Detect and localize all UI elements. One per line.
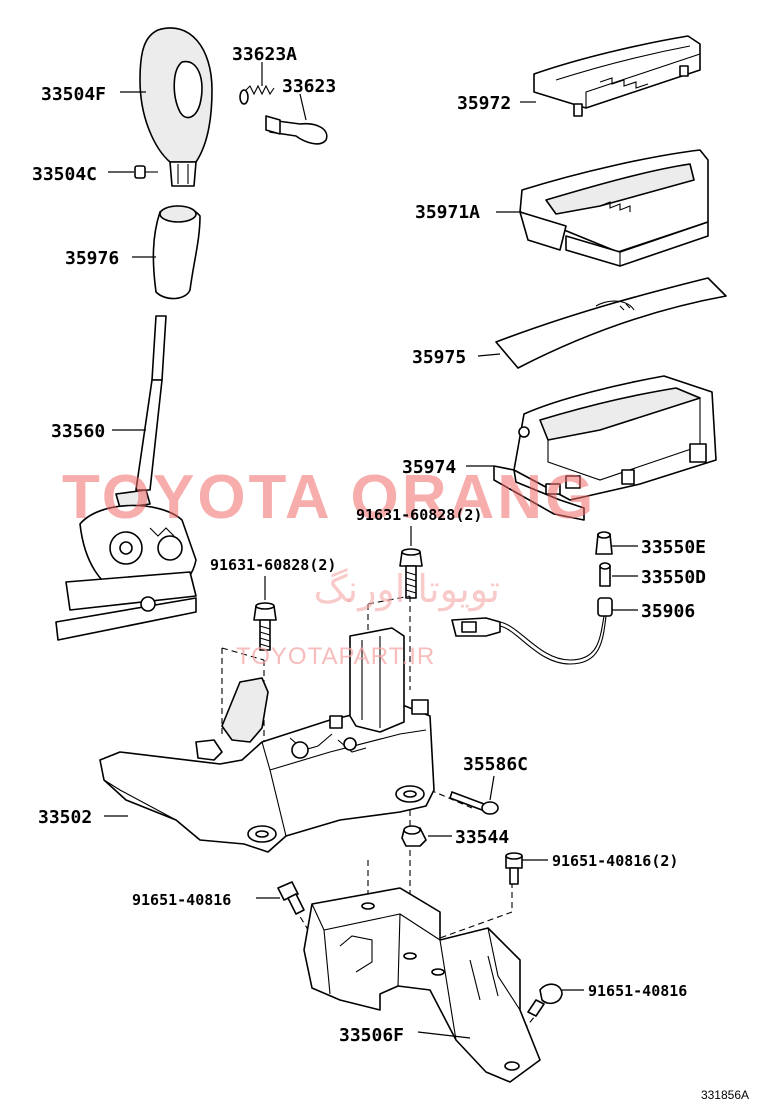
label-33550D: 33550D [641, 567, 706, 588]
bulb-holder-part [595, 531, 613, 555]
label-35972: 35972 [457, 93, 511, 114]
watermark-arabic: تویوتا اورنگ [314, 567, 501, 612]
shift-lever-base-part [99, 627, 435, 853]
label-33504C: 33504C [32, 164, 97, 185]
bushing-part [401, 825, 427, 847]
knob-pin-part [265, 115, 328, 145]
dust-cover-part [495, 277, 727, 369]
label-35974: 35974 [402, 457, 456, 478]
spring-part [239, 84, 275, 105]
label-91651-left: 91651-40816 [132, 891, 231, 909]
bulb-part [599, 562, 611, 587]
label-33544: 33544 [455, 827, 509, 848]
label-91631-left: 91631-60828(2) [210, 556, 336, 574]
label-33560: 33560 [51, 421, 105, 442]
label-35975: 35975 [412, 347, 466, 368]
lock-pin-part [449, 791, 499, 815]
label-33550E: 33550E [641, 537, 706, 558]
label-35906: 35906 [641, 601, 695, 622]
shift-lever-bracket-part [303, 887, 541, 1083]
label-33623A: 33623A [232, 44, 297, 65]
label-33502: 33502 [38, 807, 92, 828]
position-indicator-housing-part [519, 149, 709, 267]
watermark-url: TOYOTAPART.IR [236, 643, 435, 670]
indicator-cover-part [533, 35, 701, 117]
bolt-right-lower-part [527, 983, 563, 1017]
label-91631-center: 91631-60828(2) [356, 506, 482, 524]
label-33504F: 33504F [41, 84, 106, 105]
bolt-right-upper-part [505, 852, 523, 885]
bolt-center-part [399, 548, 423, 599]
diagram-reference-number: 331856A [701, 1088, 749, 1102]
label-35971A: 35971A [415, 202, 480, 223]
label-35586C: 35586C [463, 754, 528, 775]
wire-harness-part [451, 597, 613, 665]
label-33506F: 33506F [339, 1025, 404, 1046]
shift-lever-boot-part [152, 205, 201, 300]
knob-screw-part [134, 165, 158, 179]
shift-knob-part [139, 27, 213, 187]
watermark-brand: TOYOTA ORANG [62, 463, 596, 532]
slide-housing-part [493, 375, 717, 521]
label-91651-right2: 91651-40816(2) [552, 852, 678, 870]
label-33623: 33623 [282, 76, 336, 97]
label-35976: 35976 [65, 248, 119, 269]
bolt-left-lower-part [277, 881, 305, 915]
shift-lever-part [55, 315, 197, 641]
bolt-left-part [253, 602, 277, 651]
label-91651-right: 91651-40816 [588, 982, 687, 1000]
